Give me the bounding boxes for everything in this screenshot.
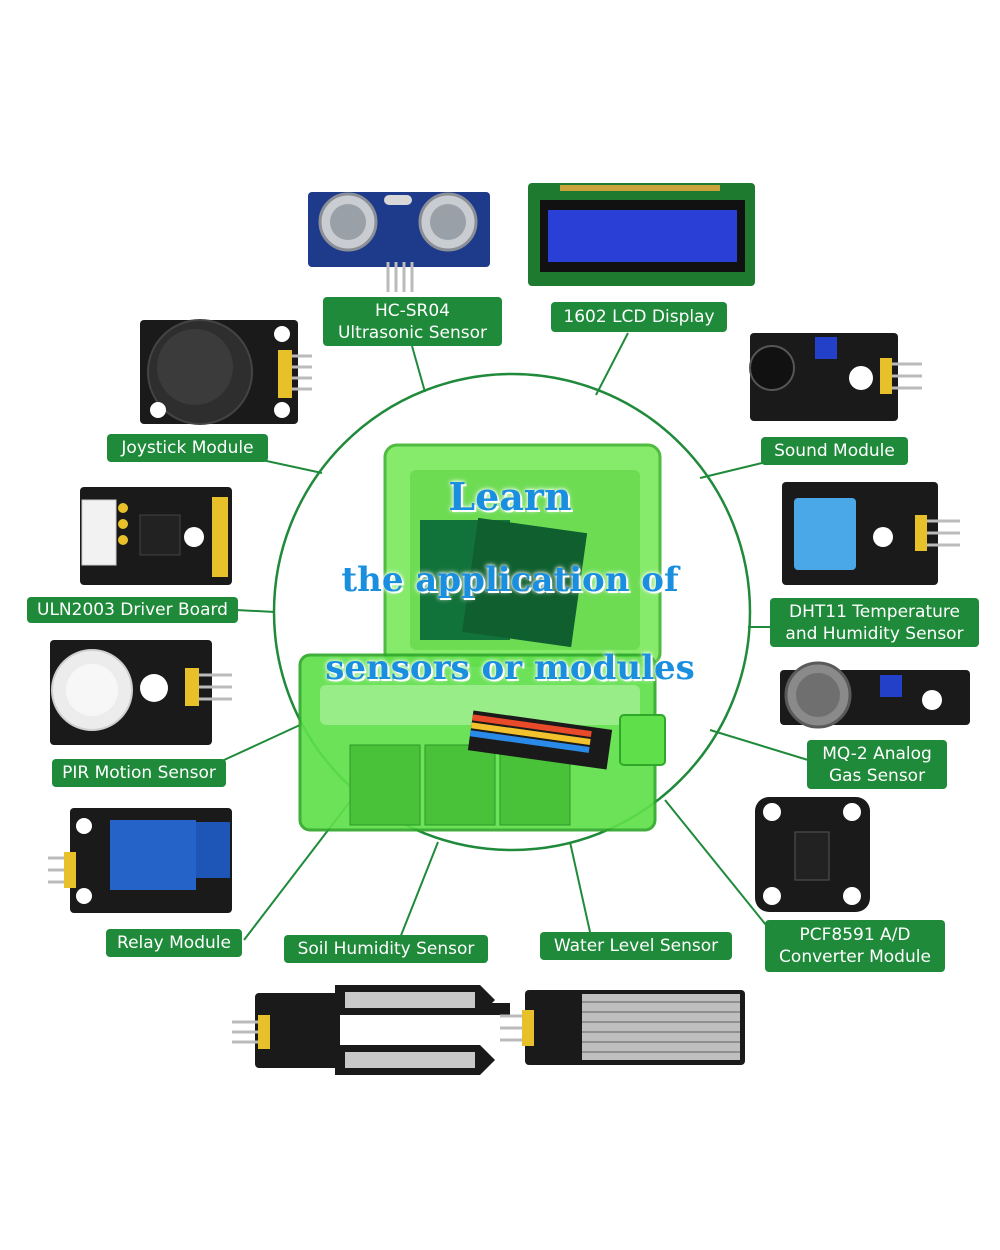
headline-line-3: sensors or modules xyxy=(325,648,695,688)
label-joystick: Joystick Module xyxy=(107,434,268,462)
label-sound: Sound Module xyxy=(761,437,908,465)
hcsr04-image xyxy=(308,192,490,292)
label-uln2003: ULN2003 Driver Board xyxy=(27,597,238,623)
lcd-image xyxy=(528,183,755,286)
joystick-image xyxy=(140,319,312,425)
label-dht11: DHT11 Temperature and Humidity Sensor xyxy=(770,598,979,647)
sound-module-image xyxy=(749,333,922,421)
label-water: Water Level Sensor xyxy=(540,932,732,960)
label-pcf8591: PCF8591 A/D Converter Module xyxy=(765,920,945,972)
uln2003-image xyxy=(80,487,232,585)
headline-line-2: the application of xyxy=(341,560,679,600)
pir-image xyxy=(50,640,232,745)
soil-sensor-image xyxy=(232,985,510,1075)
water-sensor-image xyxy=(500,990,745,1065)
label-hcsr04: HC-SR04 Ultrasonic Sensor xyxy=(323,297,502,346)
mq2-image xyxy=(780,661,970,729)
label-lcd: 1602 LCD Display xyxy=(551,302,727,332)
headline-line-1: Learn xyxy=(448,474,572,519)
dht11-image xyxy=(782,482,960,585)
label-relay: Relay Module xyxy=(106,929,242,957)
label-pir: PIR Motion Sensor xyxy=(52,759,226,787)
relay-image xyxy=(48,808,232,913)
label-mq2: MQ-2 Analog Gas Sensor xyxy=(807,740,947,789)
pcf8591-image xyxy=(755,797,870,912)
kit-box-image xyxy=(298,443,666,832)
center-circle xyxy=(272,372,752,852)
label-soil: Soil Humidity Sensor xyxy=(284,935,488,963)
